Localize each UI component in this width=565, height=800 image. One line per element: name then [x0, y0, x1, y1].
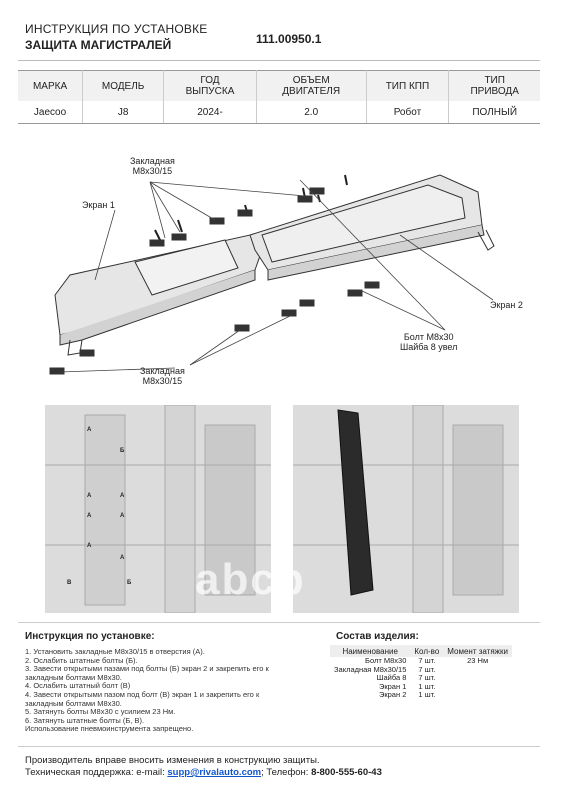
table-row: Шайба 8 7 шт.: [376, 673, 436, 683]
footer-divider: [18, 746, 540, 747]
doc-title-line1: ИНСТРУКЦИЯ ПО УСТАНОВКЕ: [25, 22, 208, 36]
marker-a: A: [120, 493, 125, 499]
comp-header-torque: Момент затяжки: [443, 645, 512, 657]
support-email-link[interactable]: supp@rivalauto.com: [167, 767, 262, 778]
cell-gearbox: Робот: [366, 101, 450, 124]
table-row: Болт М8х30 7 шт. 23 Нм: [365, 656, 489, 665]
marker-b: Б: [127, 580, 132, 586]
support-label: Техническая поддержка: e-mail:: [25, 767, 168, 778]
comp-header-name: Наименование: [330, 645, 411, 657]
col-header-gearbox: ТИП КПП: [366, 70, 450, 101]
footer-support: Техническая поддержка: e-mail: supp@riva…: [25, 767, 382, 778]
underbody-left-drawing: [45, 405, 271, 613]
underbody-right-drawing: [293, 405, 519, 613]
part-number: 111.00950.1: [256, 32, 322, 46]
marker-a: A: [87, 427, 92, 433]
components-title: Состав изделия:: [336, 631, 419, 642]
table-row: Закладная М8х30/15 7 шт.: [334, 664, 436, 674]
cell-drive: ПОЛНЫЙ: [448, 101, 540, 124]
header-divider: [18, 60, 540, 61]
label-screen2: Экран 2: [490, 300, 523, 310]
label-screen1: Экран 1: [82, 200, 115, 210]
marker-b: Б: [120, 448, 125, 454]
instructions-title: Инструкция по установке:: [25, 631, 155, 642]
instruction-step: закладным болтами М8х30.: [25, 698, 122, 708]
instruction-step: 3. Завести открытыми пазами под болты (Б…: [25, 664, 269, 674]
table-row: Экран 1 1 шт.: [378, 681, 436, 691]
phone-label: ; Телефон:: [261, 767, 312, 778]
instruction-step: 2. Ослабить штатные болты (Б).: [25, 655, 138, 665]
components-table: Наименование Кол-во Момент затяжки Болт …: [330, 645, 512, 700]
comp-header-qty: Кол-во: [410, 645, 444, 657]
marker-a: A: [87, 493, 92, 499]
cell-brand: Jaecoo: [18, 101, 84, 124]
footer-disclaimer: Производитель вправе вносить изменения в…: [25, 755, 320, 766]
instruction-step: Использование пневмоинструмента запрещен…: [25, 724, 194, 734]
instruction-step: 6. Затянуть штатные болты (Б, В).: [25, 715, 145, 725]
instruction-step: 4. Ослабить штатный болт (В): [25, 681, 131, 691]
cell-engine: 2.0: [256, 101, 367, 124]
cell-year: 2024-: [163, 101, 257, 124]
instruction-step: 4. Завести открытыми пазом под болт (В) …: [25, 689, 260, 699]
doc-title-line2: ЗАЩИТА МАГИСТРАЛЕЙ: [25, 38, 172, 52]
installed-guard: [337, 409, 374, 596]
exploded-diagram: [49, 174, 495, 375]
support-phone: 8-800-555-60-43: [311, 767, 382, 778]
underbody-photo-right: [293, 405, 519, 613]
marker-a: A: [120, 513, 125, 519]
watermark-logo: abcp: [195, 555, 306, 604]
underbody-photo-left: A Б A A A A A A B Б: [45, 405, 271, 613]
marker-v: B: [67, 580, 72, 586]
table-row: Экран 2 1 шт.: [378, 690, 436, 700]
marker-a: A: [87, 513, 92, 519]
instructions-list: 1. Установить закладные М8х30/15 в отвер…: [25, 647, 315, 734]
instruction-step: 1. Установить закладные М8х30/15 в отвер…: [25, 647, 205, 656]
col-header-model: МОДЕЛЬ: [82, 70, 165, 101]
marker-a: A: [120, 555, 125, 561]
section-divider: [18, 622, 540, 623]
instruction-step: закладным болтами М8х30.: [25, 672, 122, 682]
cell-model: J8: [82, 101, 165, 124]
col-header-brand: МАРКА: [18, 70, 84, 101]
marker-a: A: [87, 543, 92, 549]
instruction-step: 5. Затянуть болты М8х30 с усилием 23 Нм.: [25, 707, 176, 717]
